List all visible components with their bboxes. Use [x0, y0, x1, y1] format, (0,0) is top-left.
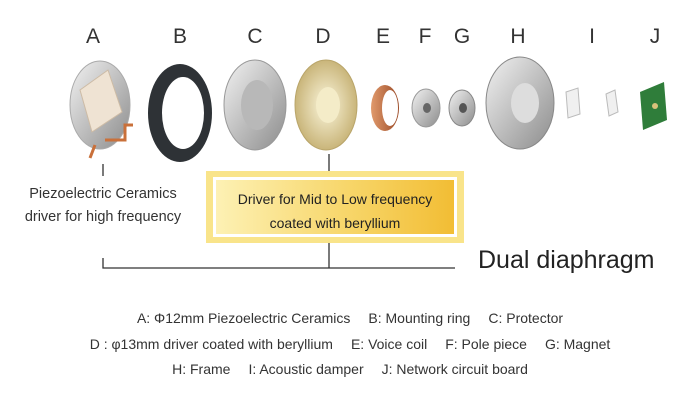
legend-item: I: Acoustic damper [248, 361, 364, 377]
beryllium-driver [294, 59, 358, 151]
voice-coil [371, 85, 399, 131]
magnet [448, 89, 476, 127]
legend-item: G: Magnet [544, 336, 611, 352]
frame [485, 56, 555, 150]
dual-diaphragm-label: Dual diaphragm [478, 246, 655, 274]
letter-a: A [85, 25, 101, 48]
piezo-ceramic-plate [69, 60, 133, 159]
legend-item: D : φ13mm driver coated with beryllium [89, 336, 333, 352]
legend-row-2: D : φ13mm driver coated with beryllium E:… [0, 336, 700, 352]
letter-e: E [375, 25, 391, 48]
legend-item: H: Frame [172, 361, 231, 377]
pole-piece [411, 88, 441, 128]
letter-i: I [589, 25, 595, 48]
mid-low-driver-box: Driver for Mid to Low frequency coated w… [206, 171, 464, 243]
acoustic-damper [565, 87, 619, 119]
caption-line: Piezoelectric Ceramics [29, 186, 177, 202]
letter-h: H [510, 25, 526, 48]
legend-row-3: H: Frame I: Acoustic damper J: Network cir… [0, 361, 700, 377]
letter-g: G [453, 25, 471, 48]
connector-lines [102, 154, 455, 269]
legend-item: B: Mounting ring [368, 310, 471, 326]
mounting-ring [148, 64, 212, 162]
legend-row-1: A: Φ12mm Piezoelectric Ceramics B: Mounti… [0, 310, 700, 326]
letter-d: D [315, 25, 331, 48]
high-frequency-caption: Piezoelectric Ceramics driver for high f… [0, 183, 206, 229]
box-line: coated with beryllium [269, 215, 401, 231]
letter-f: F [418, 25, 432, 48]
legend-item: C: Protector [488, 310, 564, 326]
legend-item: A: Φ12mm Piezoelectric Ceramics [136, 310, 351, 326]
legend-item: J: Network circuit board [381, 361, 528, 377]
caption-line: driver for high frequency [24, 209, 182, 225]
network-circuit-board [640, 82, 667, 130]
protector [223, 59, 287, 151]
letter-j: J [649, 25, 661, 48]
letter-c: C [247, 25, 263, 48]
legend-item: E: Voice coil [350, 336, 428, 352]
box-line: Driver for Mid to Low frequency [237, 191, 433, 207]
legend-item: F: Pole piece [445, 336, 527, 352]
letter-b: B [172, 25, 188, 48]
